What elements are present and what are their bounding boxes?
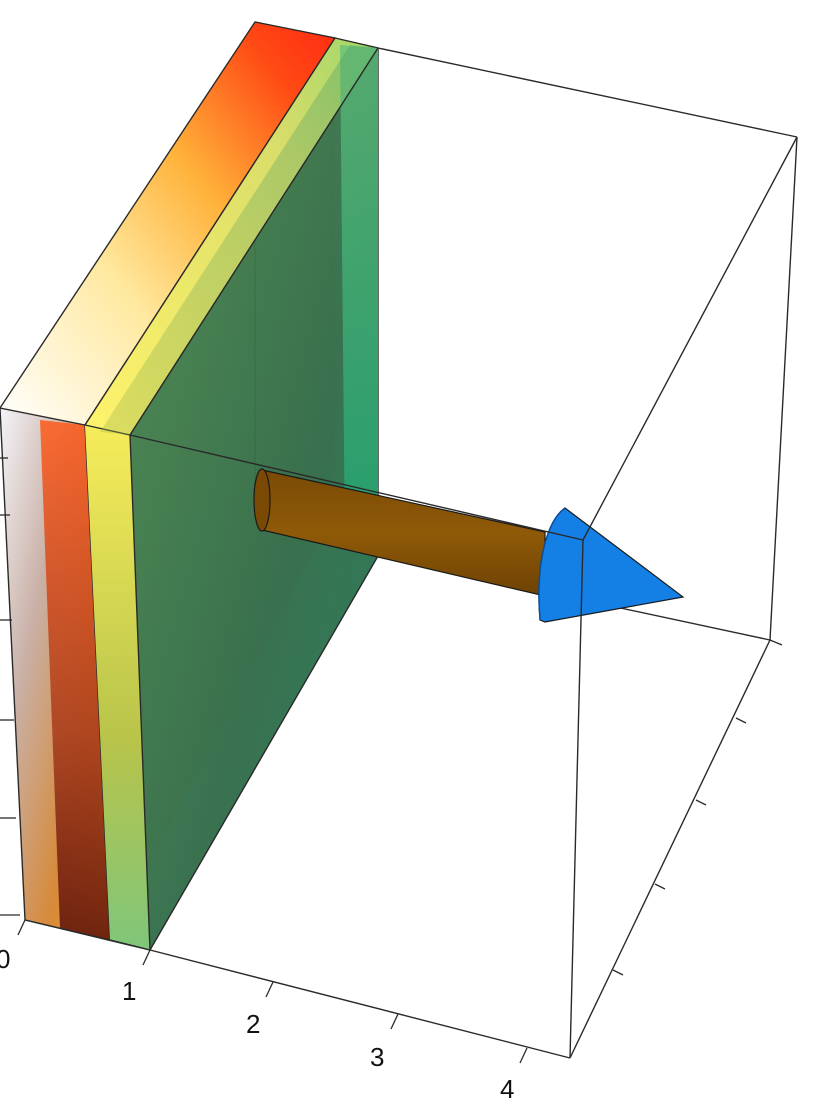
x-tick-label-3: 3 bbox=[370, 1042, 384, 1072]
arrow-pointing-positive-x bbox=[253, 468, 685, 623]
arrow-head bbox=[538, 507, 685, 623]
bounding-box-front bbox=[24, 136, 798, 1059]
x-tick-label-0: 0 bbox=[0, 944, 10, 974]
x-tick-label-1: 1 bbox=[122, 976, 136, 1006]
axis-ticks bbox=[0, 457, 783, 1064]
x-tick-label-2: 2 bbox=[246, 1009, 260, 1039]
x-tick-label-4: 4 bbox=[500, 1074, 514, 1104]
x-axis-tick-labels: 0 1 2 3 4 bbox=[0, 944, 514, 1104]
arrow-shaft-end bbox=[253, 468, 271, 532]
